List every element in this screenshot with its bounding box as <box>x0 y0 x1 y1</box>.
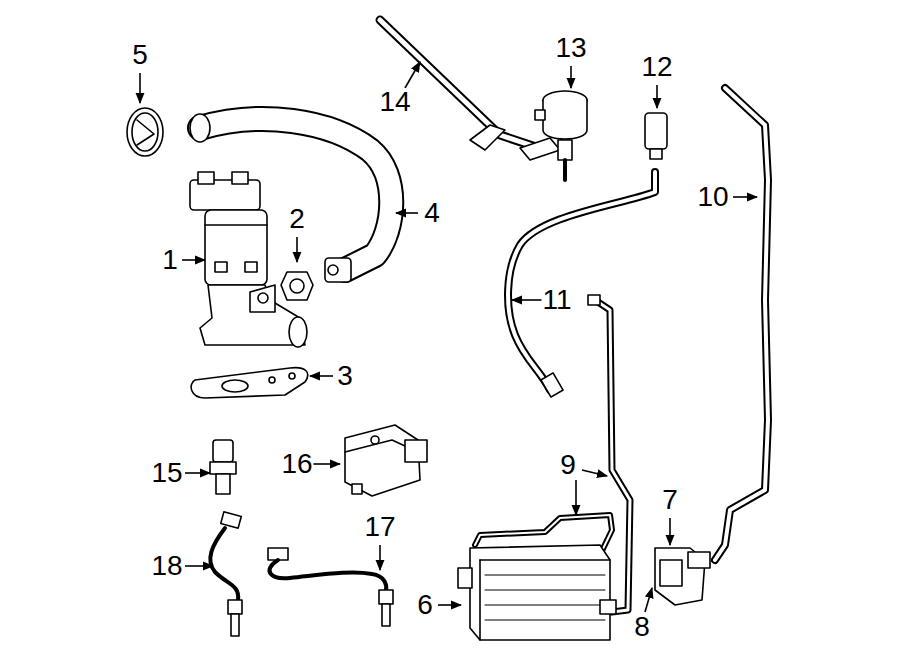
callout-anchor: 4 <box>423 199 441 227</box>
purge-solenoid <box>535 91 587 180</box>
callout-number: 6 <box>416 591 434 619</box>
callout-anchor: 16 <box>280 450 313 478</box>
map-sensor <box>345 425 427 496</box>
callout-anchor: 6 <box>416 591 434 619</box>
callout-anchor: 14 <box>378 88 411 116</box>
callout-number: 3 <box>336 362 354 390</box>
callout-number: 12 <box>640 53 673 81</box>
callout-number: 10 <box>696 183 729 211</box>
callout-anchor: 12 <box>640 53 673 81</box>
callout-number: 13 <box>554 34 587 62</box>
callout-number: 8 <box>633 613 651 641</box>
callout-anchor: 13 <box>554 34 587 62</box>
hose <box>715 88 768 560</box>
evap-canister <box>458 545 616 640</box>
hose <box>508 172 655 397</box>
callout-number: 4 <box>423 199 441 227</box>
callout-anchor: 3 <box>336 362 354 390</box>
callout-number: 9 <box>559 451 577 479</box>
egr-valve <box>190 172 307 347</box>
callout-number: 1 <box>161 246 179 274</box>
callout-anchor: 8 <box>633 613 651 641</box>
callout-anchor: 17 <box>363 513 396 541</box>
callout-number: 15 <box>150 459 183 487</box>
leader-lines <box>140 62 757 612</box>
oxygen-sensor <box>210 512 242 636</box>
sensor <box>210 440 236 494</box>
callout-anchor: 7 <box>661 486 679 514</box>
pump <box>655 548 710 605</box>
callout-anchor: 15 <box>150 459 183 487</box>
gasket-plate <box>191 368 308 398</box>
cap <box>127 108 163 156</box>
callout-number: 16 <box>280 450 313 478</box>
callout-anchor: 9 <box>559 451 577 479</box>
callout-number: 17 <box>363 513 396 541</box>
callout-number: 5 <box>131 41 149 69</box>
callout-anchor: 2 <box>288 205 306 233</box>
callout-number: 14 <box>378 88 411 116</box>
callout-anchor: 5 <box>131 41 149 69</box>
callout-number: 7 <box>661 486 679 514</box>
callout-anchor: 10 <box>696 183 729 211</box>
callout-number: 18 <box>150 552 183 580</box>
gasket <box>281 272 313 300</box>
callout-anchor: 11 <box>541 286 572 314</box>
callout-anchor: 1 <box>161 246 179 274</box>
callout-number: 11 <box>541 286 572 314</box>
filter <box>645 113 667 159</box>
callout-number: 2 <box>288 205 306 233</box>
oxygen-sensor <box>268 548 393 626</box>
callout-anchor: 18 <box>150 552 183 580</box>
